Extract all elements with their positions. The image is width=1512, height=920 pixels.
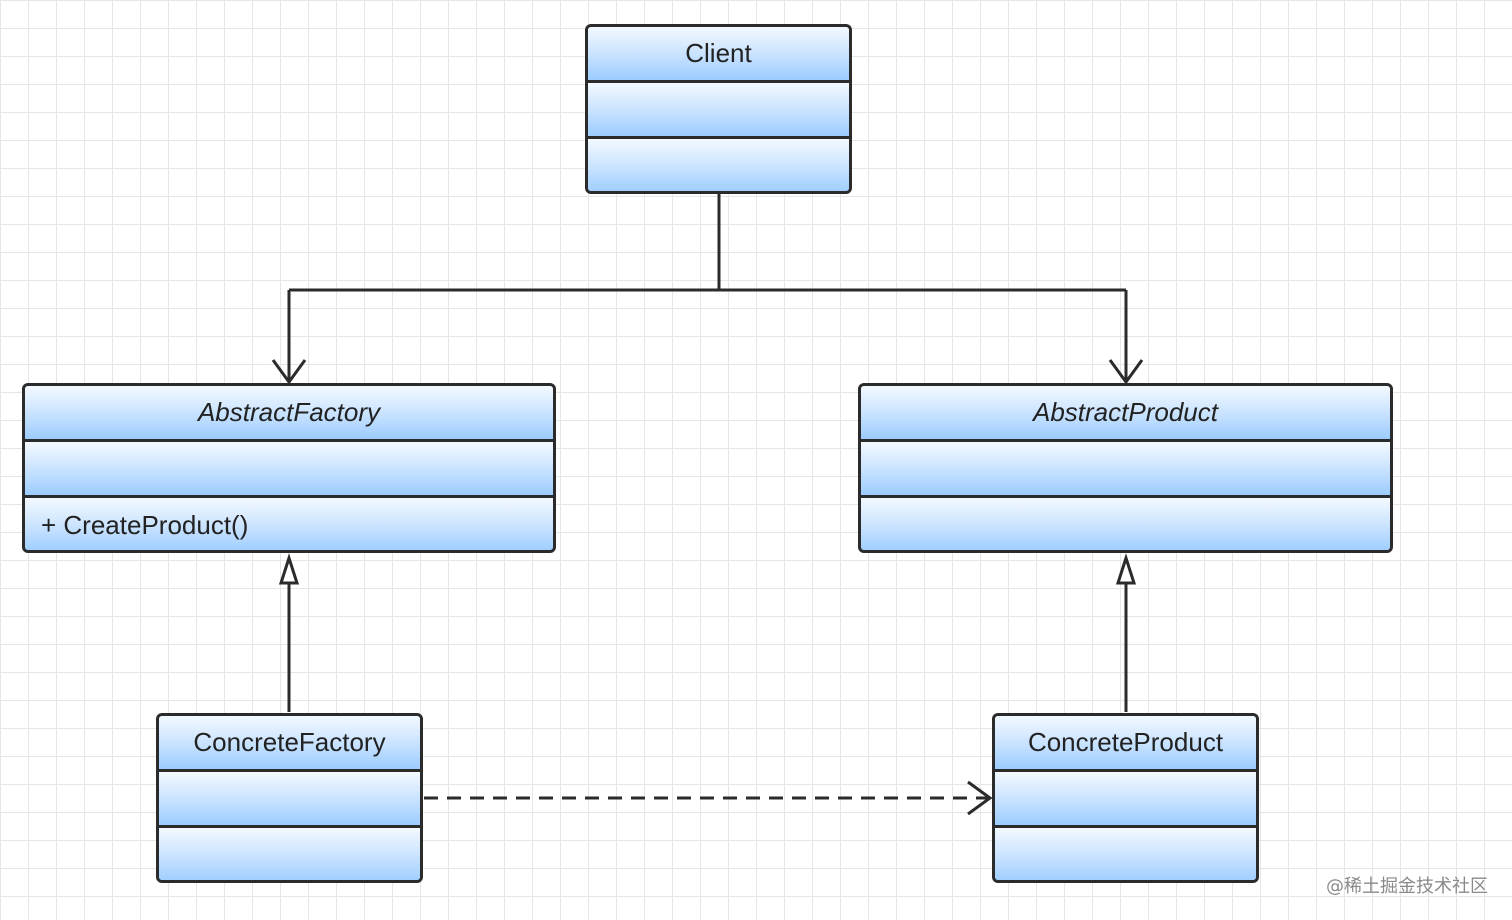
- client-association-line: [287, 193, 1128, 382]
- attributes-compartment: [159, 772, 420, 828]
- class-name: ConcreteFactory: [159, 716, 420, 772]
- abstract-product-class[interactable]: AbstractProduct: [858, 383, 1393, 553]
- association-arrowhead-abstract-factory: [271, 359, 307, 385]
- association-arrowhead-abstract-product: [1108, 359, 1144, 385]
- realization-arrowhead-product: [1115, 553, 1137, 585]
- operation-create-product: + CreateProduct(): [25, 498, 553, 550]
- class-name: AbstractProduct: [861, 386, 1390, 442]
- dependency-arrowhead: [967, 780, 993, 816]
- class-name: ConcreteProduct: [995, 716, 1256, 772]
- class-name: AbstractFactory: [25, 386, 553, 442]
- class-name: Client: [588, 27, 849, 83]
- watermark: @稀土掘金技术社区: [1326, 876, 1488, 897]
- operations-compartment: [159, 828, 420, 880]
- operations-compartment: [588, 139, 849, 191]
- attributes-compartment: [588, 83, 849, 139]
- concrete-product-class[interactable]: ConcreteProduct: [992, 713, 1259, 883]
- attributes-compartment: [25, 442, 553, 498]
- attributes-compartment: [861, 442, 1390, 498]
- concrete-factory-class[interactable]: ConcreteFactory: [156, 713, 423, 883]
- abstract-factory-class[interactable]: AbstractFactory + CreateProduct(): [22, 383, 556, 553]
- attributes-compartment: [995, 772, 1256, 828]
- realization-arrowhead-factory: [278, 553, 300, 585]
- operations-compartment: [995, 828, 1256, 880]
- operations-compartment: [861, 498, 1390, 550]
- client-class[interactable]: Client: [585, 24, 852, 194]
